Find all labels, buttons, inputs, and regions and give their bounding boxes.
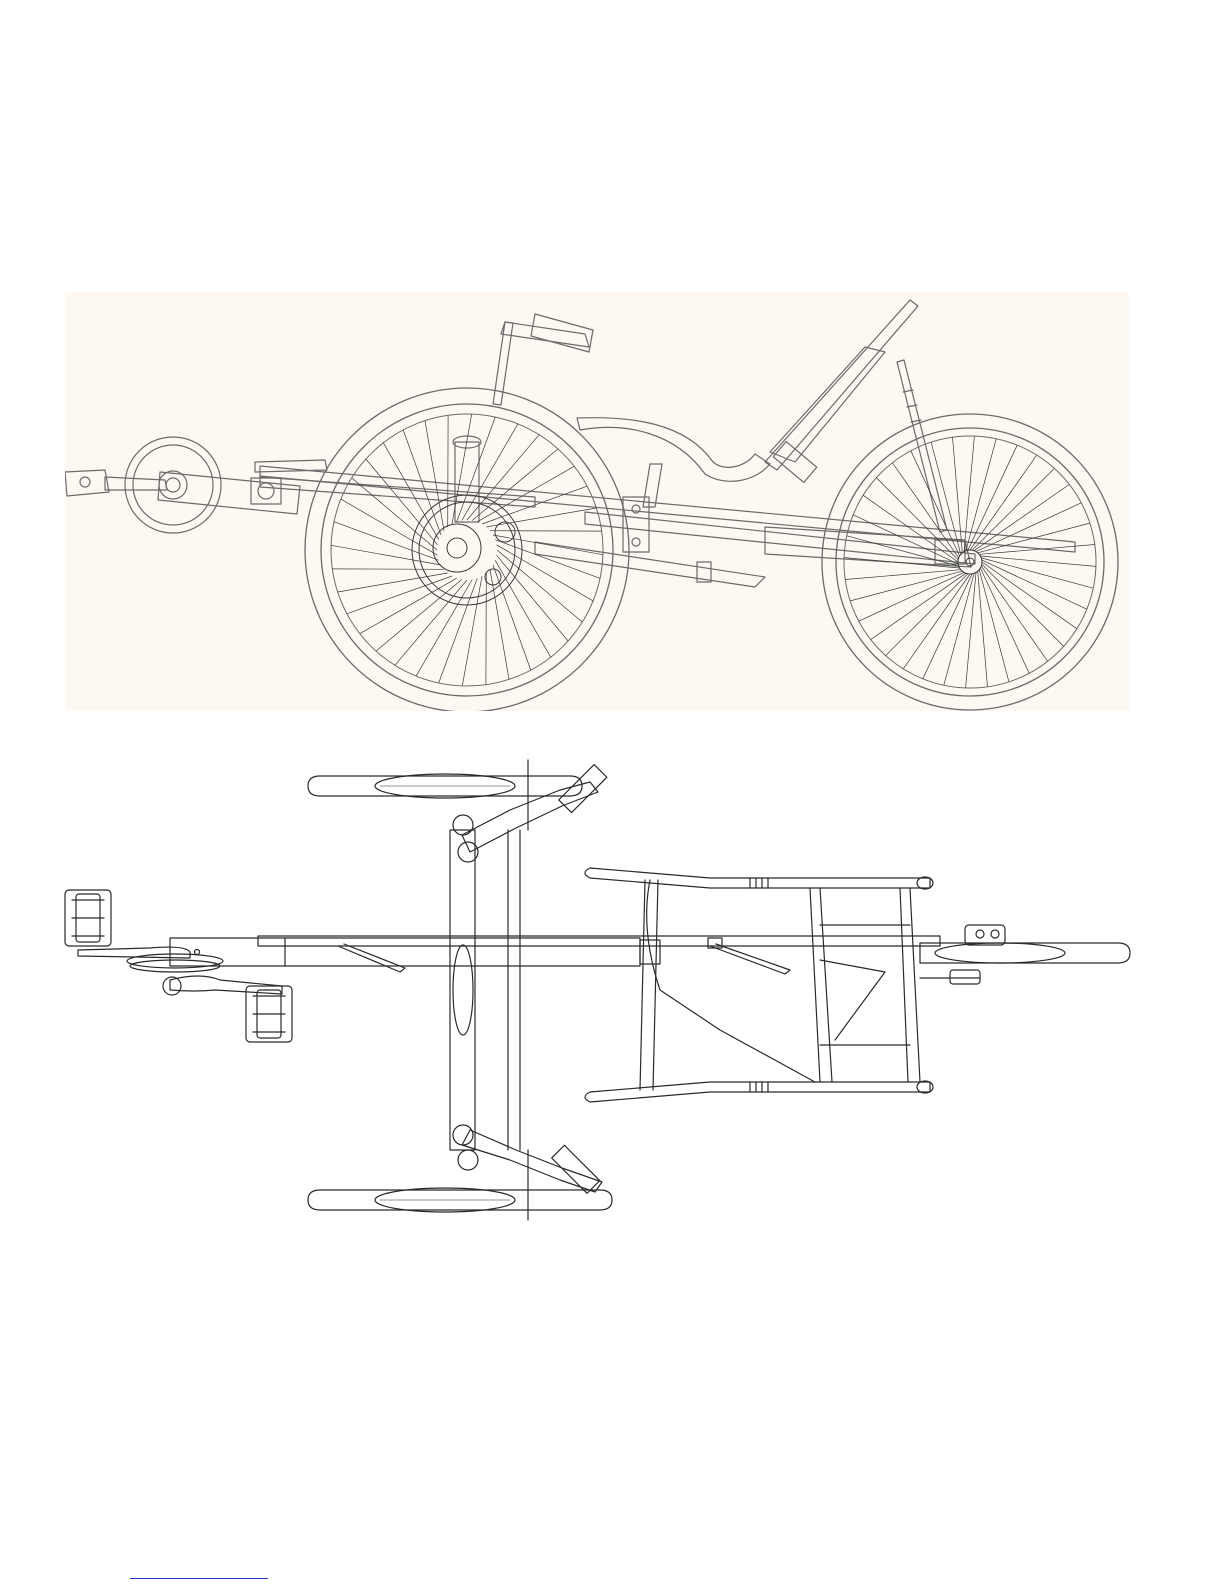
struts-top	[338, 938, 790, 974]
top-view-drawing	[50, 740, 1150, 1230]
side-view-drawing	[65, 292, 1129, 711]
footer-rule	[130, 1578, 268, 1579]
right-front-wheel-top	[308, 1188, 612, 1212]
seat-frame-top	[585, 868, 933, 1102]
trike-top-view	[50, 740, 1150, 1230]
main-boom-top	[170, 938, 660, 966]
right-pedal-top	[163, 976, 292, 1042]
rear-derailleur-top	[920, 925, 1005, 984]
trike-side-view	[65, 292, 1129, 711]
left-pedal-top	[65, 890, 190, 958]
front-cross-member	[450, 830, 520, 1150]
left-front-wheel-top	[308, 774, 582, 798]
rear-wheel-top	[920, 943, 1130, 963]
